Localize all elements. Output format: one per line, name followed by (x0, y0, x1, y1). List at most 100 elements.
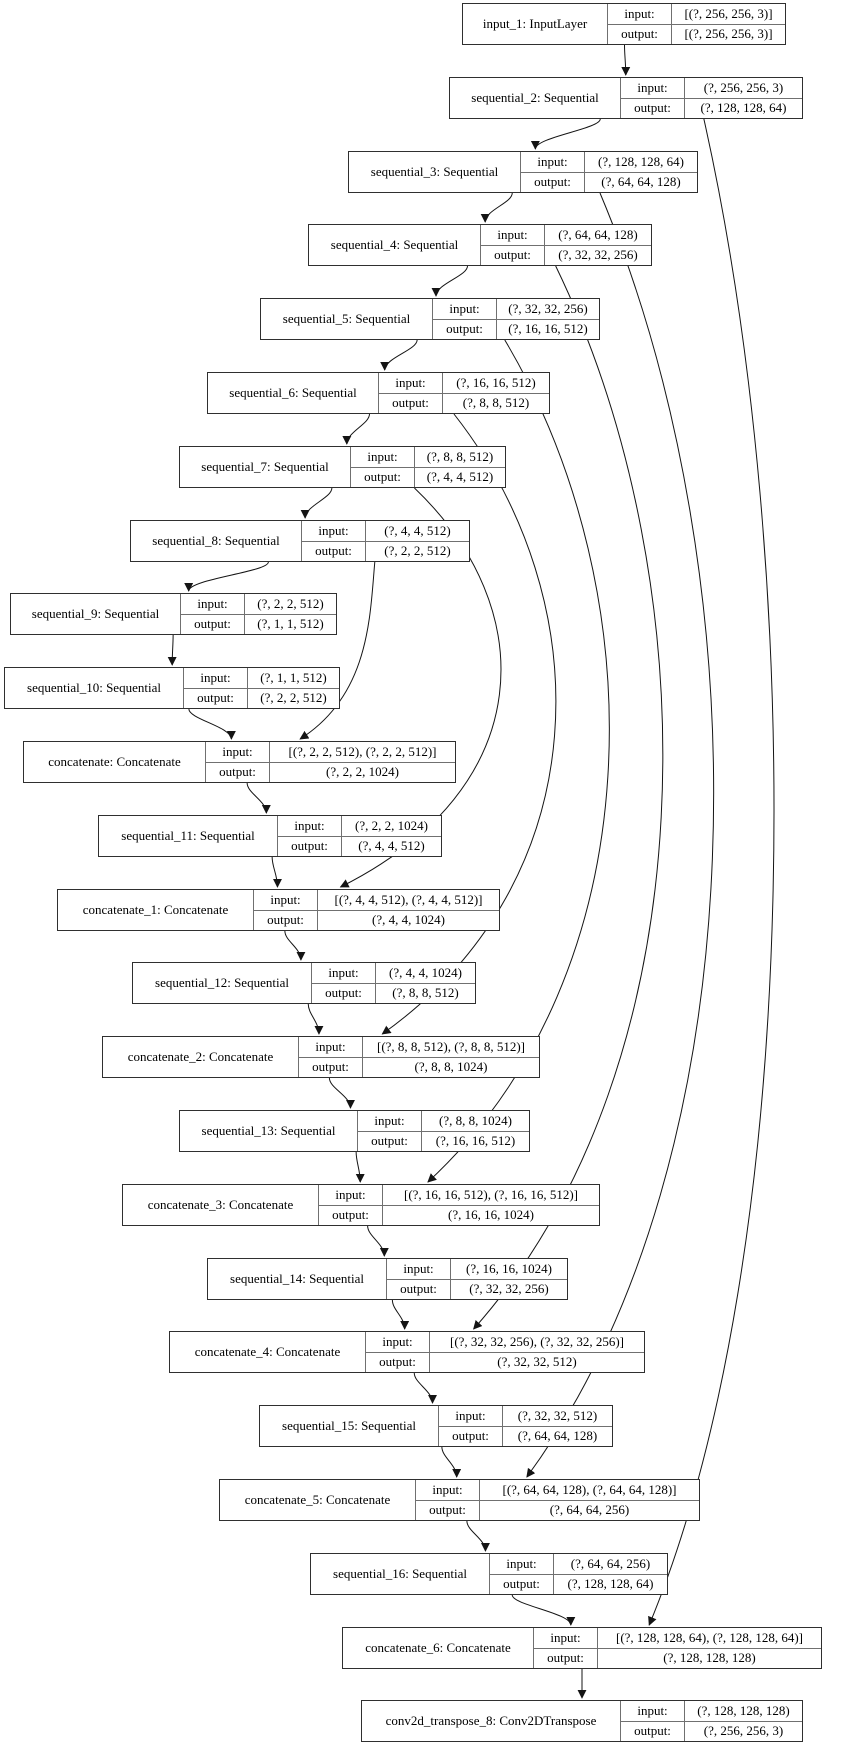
edge-sequential_7-to-sequential_8 (300, 487, 333, 519)
output-label: output: (439, 1426, 503, 1446)
input-label: input: (366, 1332, 430, 1352)
input-row: input:[(?, 256, 256, 3)] (608, 4, 785, 25)
output-shape: (?, 16, 16, 1024) (448, 1207, 534, 1223)
layer-title: sequential_6: Sequential (208, 373, 379, 413)
layer-title: conv2d_transpose_8: Conv2DTranspose (362, 1701, 621, 1741)
skip-edge-sequential_5-to-concatenate_3 (427, 339, 610, 1183)
input-label: input: (312, 963, 376, 983)
output-row: output:(?, 16, 16, 512) (358, 1131, 529, 1151)
input-shape: [(?, 2, 2, 512), (?, 2, 2, 512)] (288, 743, 437, 759)
input-label: input: (358, 1111, 422, 1131)
input-shape: [(?, 8, 8, 512), (?, 8, 8, 512)] (376, 1038, 525, 1054)
output-row: output:(?, 2, 2, 512) (302, 541, 469, 561)
layer-title: concatenate_1: Concatenate (58, 890, 254, 930)
input-label: input: (490, 1554, 554, 1574)
output-row: output: (?, 64, 64, 128) (439, 1426, 612, 1446)
output-row: output:(?, 32, 32, 512) (366, 1352, 644, 1372)
output-shape: (?, 128, 128, 64) (567, 1576, 654, 1592)
io-table: input:(?, 128, 128, 64)output:(?, 64, 64… (521, 152, 697, 192)
input-label: input: (319, 1185, 383, 1205)
input-shape: [(?, 64, 64, 128), (?, 64, 64, 128)] (502, 1481, 677, 1497)
output-label: output: (379, 393, 443, 413)
layer-title: sequential_2: Sequential (450, 78, 621, 118)
skip-edge-sequential_6-to-concatenate_2 (381, 413, 557, 1035)
output-shape: (?, 2, 2, 512) (384, 543, 451, 559)
io-table: input:(?, 16, 16, 512)output: (?, 8, 8, 5… (379, 373, 549, 413)
output-row: output:(?, 4, 4, 512) (351, 467, 505, 487)
layer-title: sequential_4: Sequential (309, 225, 481, 265)
edge-sequential_9-to-sequential_10 (167, 634, 177, 666)
io-table: input:(?, 2, 2, 512)output:(?, 1, 1, 512… (181, 594, 336, 634)
input-shape: [(?, 256, 256, 3)] (684, 5, 773, 21)
output-label: output: (254, 910, 318, 930)
output-shape: (?, 8, 8, 512) (462, 395, 530, 411)
output-shape: (?, 16, 16, 512) (508, 321, 588, 337)
output-label: output: (416, 1500, 480, 1520)
io-table: input:(?, 4, 4, 1024)output:(?, 8, 8, 51… (312, 963, 475, 1003)
output-row: output:(?, 16, 16, 1024) (319, 1205, 599, 1225)
input-label: input: (621, 1701, 685, 1721)
input-row: input:(?, 256, 256, 3) (621, 78, 802, 99)
output-shape: (?, 16, 16, 512) (435, 1133, 516, 1149)
input-label: input: (254, 890, 318, 910)
io-table: input:[(?, 2, 2, 512), (?, 2, 2, 512)]ou… (206, 742, 455, 782)
edge-concatenate_4-to-sequential_15 (413, 1372, 438, 1404)
input-label: input: (299, 1037, 363, 1057)
output-label: output: (181, 614, 245, 634)
input-row: input:(?, 4, 4, 512) (302, 521, 469, 542)
input-label: input: (439, 1406, 503, 1426)
edge-sequential_5-to-sequential_6 (380, 339, 418, 371)
input-shape: [(?, 4, 4, 512), (?, 4, 4, 512)] (334, 891, 483, 907)
input-shape: (?, 64, 64, 128) (558, 226, 638, 242)
input-shape: (?, 16, 16, 512) (456, 374, 536, 390)
output-shape: (?, 8, 8, 1024) (414, 1059, 488, 1075)
input-shape: (?, 32, 32, 256) (508, 300, 588, 316)
output-shape: (?, 64, 64, 128) (517, 1428, 598, 1444)
edge-sequential_8-to-sequential_9 (184, 561, 269, 592)
output-row: output:(?, 8, 8, 512) (312, 983, 475, 1003)
output-shape: (?, 4, 4, 512) (358, 838, 425, 854)
layer-title: sequential_7: Sequential (180, 447, 351, 487)
io-table: input:(?, 256, 256, 3)output:(?, 128, 12… (621, 78, 802, 118)
layer-title: sequential_9: Sequential (11, 594, 181, 634)
output-label: output: (481, 245, 545, 265)
layer-title: sequential_12: Sequential (133, 963, 312, 1003)
output-shape: (?, 128, 128, 64) (700, 100, 787, 116)
input-row: input:[(?, 16, 16, 512), (?, 16, 16, 512… (319, 1185, 599, 1206)
io-table: input:[(?, 16, 16, 512), (?, 16, 16, 512… (319, 1185, 599, 1225)
input-label: input: (521, 152, 585, 172)
output-shape: (?, 4, 4, 512) (426, 469, 494, 485)
io-table: input:(?, 32, 32, 256)output:(?, 16, 16,… (433, 299, 599, 339)
output-label: output: (366, 1352, 430, 1372)
output-row: output:[(?, 256, 256, 3)] (608, 24, 785, 44)
input-shape: (?, 2, 2, 1024) (355, 817, 428, 833)
edge-sequential_3-to-sequential_4 (480, 192, 513, 223)
input-label: input: (387, 1259, 451, 1279)
output-shape: (?, 1, 1, 512) (257, 616, 324, 632)
layer-title: concatenate_6: Concatenate (343, 1628, 534, 1668)
input-shape: (?, 8, 8, 1024) (439, 1112, 512, 1128)
edge-sequential_14-to-concatenate_4 (391, 1299, 410, 1330)
output-row: output:(?, 2, 2, 512) (184, 688, 339, 708)
io-table: input:(?, 64, 64, 256)output:(?, 128, 12… (490, 1554, 667, 1594)
output-row: output: (?, 4, 4, 512) (278, 836, 441, 856)
io-table: input:[(?, 32, 32, 256), (?, 32, 32, 256… (366, 1332, 644, 1372)
io-table: input:(?, 1, 1, 512)output:(?, 2, 2, 512… (184, 668, 339, 708)
input-shape: (?, 128, 128, 128) (697, 1702, 790, 1718)
input-row: input:(?, 16, 16, 512) (379, 373, 549, 394)
input-label: input: (416, 1480, 480, 1500)
output-shape: (?, 2, 2, 1024) (326, 764, 399, 780)
output-row: output: (?, 32, 32, 256) (481, 245, 651, 265)
input-row: input:(?, 8, 8, 512) (351, 447, 505, 468)
output-shape: (?, 32, 32, 256) (558, 247, 638, 263)
output-label: output: (278, 836, 342, 856)
